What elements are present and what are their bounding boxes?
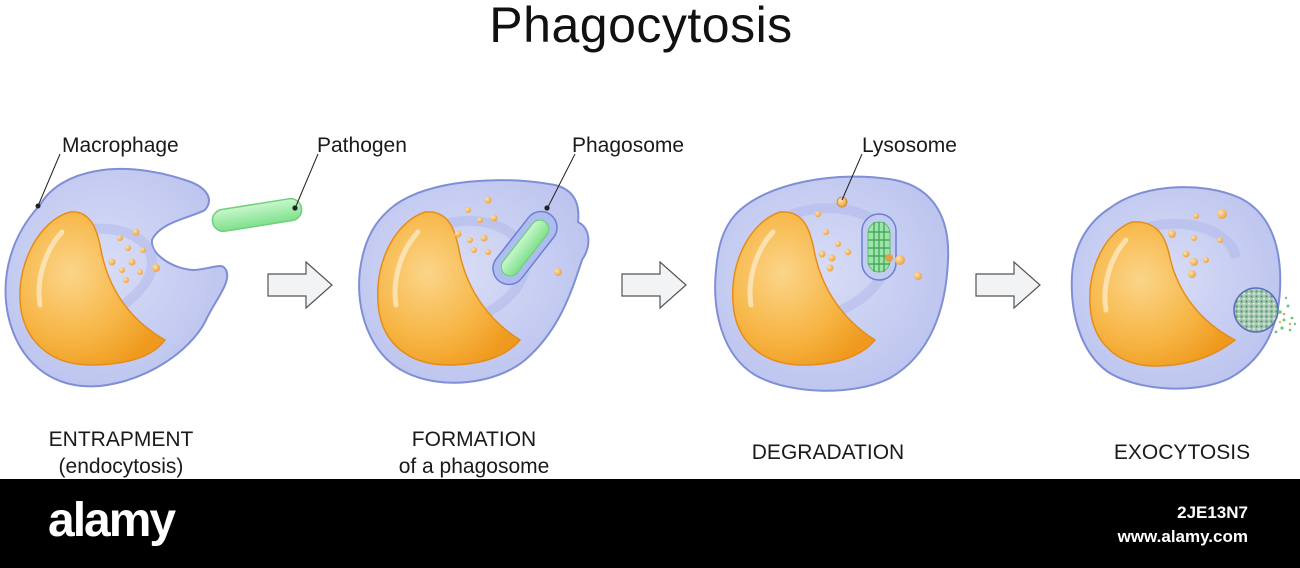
arrow-2 <box>621 260 687 310</box>
phagosome-label: Phagosome <box>572 134 684 157</box>
granules <box>108 228 160 283</box>
lysosome-label: Lysosome <box>862 134 957 157</box>
nucleus <box>1089 221 1237 367</box>
cell-exocytosis <box>1070 186 1297 390</box>
image-id: 2JE13N7 <box>1177 503 1248 522</box>
stage-2-title: FORMATION <box>412 428 536 451</box>
granules <box>814 196 922 280</box>
arrow-1 <box>267 260 333 310</box>
stage-4-title: EXOCYTOSIS <box>1114 441 1250 464</box>
site-url: www.alamy.com <box>1117 527 1248 546</box>
page-title: Phagocytosis <box>489 0 793 53</box>
granules <box>1168 209 1227 278</box>
stage-3-title: DEGRADATION <box>752 441 904 464</box>
macrophage-label: Macrophage <box>62 134 179 157</box>
watermark-footer: alamy 2JE13N7 www.alamy.com <box>0 479 1300 568</box>
cell-degradation <box>714 175 950 392</box>
cell-formation <box>358 179 590 384</box>
nucleus <box>376 211 522 366</box>
pathogen-label: Pathogen <box>317 134 407 157</box>
cell-entrapment <box>4 167 303 388</box>
stage-1-subtitle: (endocytosis) <box>59 455 184 478</box>
stage-1-title: ENTRAPMENT <box>49 428 194 451</box>
pathogen <box>211 197 303 233</box>
phagosome <box>492 205 558 286</box>
leader-lines <box>35 153 863 209</box>
degrading-phagolysosome <box>861 213 897 281</box>
stage-2-subtitle: of a phagosome <box>399 455 550 478</box>
nucleus <box>731 211 877 366</box>
phagocytosis-diagram: Macrophage Pathogen Phagosome Lysosome E… <box>4 134 1297 478</box>
alamy-logo: alamy <box>48 494 176 547</box>
granules <box>454 196 562 276</box>
nucleus <box>19 211 167 366</box>
exocytosis-vesicle <box>1233 287 1297 334</box>
arrow-3 <box>975 260 1041 310</box>
